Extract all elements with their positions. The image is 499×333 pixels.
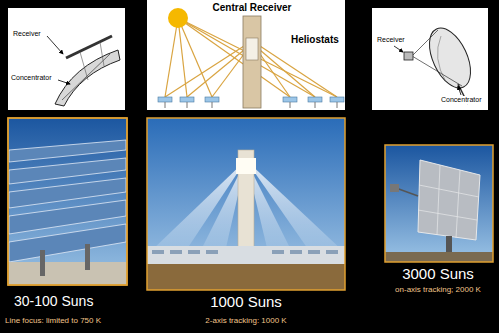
heliostat-mirrors [158,97,344,102]
panel [372,8,488,110]
tracking-note: Line focus: limited to 750 K [5,316,101,325]
leader-line [458,86,461,95]
panel [8,8,125,110]
concentration-ratio: 30-100 Suns [14,293,93,309]
leader-line [47,36,63,54]
trough-schematic [8,8,125,110]
receiver-tube [66,36,112,58]
leader-line [394,46,403,52]
part-label: Receiver [12,30,42,38]
receiver [246,38,258,60]
part-label: Central Receiver [212,2,293,14]
dish-receiver [404,52,413,60]
panel [147,0,345,110]
trough-photo [8,118,127,285]
part-label: Heliostats [290,34,340,46]
dish-mirror [421,22,479,94]
sun [168,8,188,28]
concentration-ratio: 3000 Suns [402,265,474,282]
tracking-note: 2-axis tracking: 1000 K [205,316,286,325]
part-label: Concentrator [440,96,482,104]
leader-line [58,80,70,84]
trough-mirror [55,50,120,106]
dish-photo [385,145,493,262]
concentration-ratio: 1000 Suns [210,293,282,310]
dish-schematic [372,8,488,110]
part-label: Receiver [376,36,406,44]
tracking-note: on-axis tracking; 2000 K [395,285,481,294]
part-label: Concentrator [10,74,52,82]
tower-schematic [147,0,345,110]
tower [243,16,261,108]
tower-photo [147,118,345,290]
